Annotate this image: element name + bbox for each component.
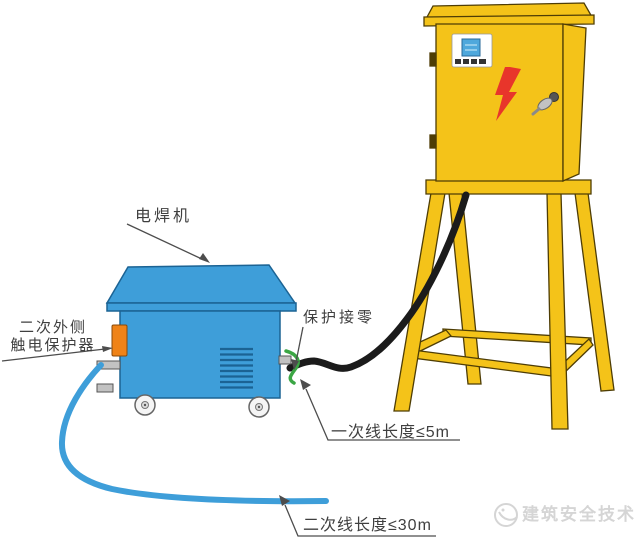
leader-arrowheads: [102, 253, 311, 506]
shock-protector-label-line2: 触电保护器: [10, 337, 96, 354]
distribution-box-stand: [393, 179, 615, 430]
brand-text-glyphs: [455, 59, 486, 64]
shock-protector-label: 二次外侧 触电保护器: [1, 319, 105, 355]
arrow-primary: [300, 379, 311, 390]
leader-lines: [1, 223, 460, 537]
secondary-line-label: 二次线长度≤30m: [303, 517, 432, 534]
machine-roof: [105, 264, 297, 304]
stand-top-rail: [425, 179, 592, 195]
leader-grounding: [295, 326, 304, 363]
shock-protector-label-line1: 二次外侧: [18, 319, 87, 336]
terminal-tab-lower: [96, 383, 114, 393]
arrow-secondary: [279, 495, 290, 506]
stand-brace-front: [404, 348, 560, 378]
leader-primary: [305, 388, 460, 441]
box-cap-lip: [423, 14, 595, 27]
leader-secondary: [284, 504, 436, 537]
box-label-plate: [451, 33, 493, 68]
terminal-tab-right: [278, 355, 292, 365]
watermark-logo-icon: [494, 503, 518, 527]
box-hinge-bottom: [429, 134, 437, 149]
box-hinge-top: [429, 52, 437, 67]
leader-welder: [126, 223, 205, 261]
primary-cable: [286, 191, 470, 372]
welding-machine: [105, 264, 297, 399]
brand-logo: [461, 38, 481, 57]
leader-protector: [1, 348, 106, 362]
arrow-welder: [199, 253, 210, 263]
welder-label: 电焊机: [135, 208, 193, 225]
machine-eave: [106, 302, 297, 312]
stand-front-right-leg: [546, 192, 569, 430]
box-side-panel: [562, 23, 587, 182]
watermark-text: 建筑安全技术: [522, 505, 636, 524]
primary-line-label: 一次线长度≤5m: [331, 424, 451, 441]
stand-back-right-leg: [574, 192, 615, 392]
vent-grille: [220, 347, 253, 389]
secondary-cable: [58, 362, 329, 505]
machine-body: [119, 310, 281, 399]
arrow-protector: [102, 346, 113, 352]
shock-protector-device: [111, 324, 128, 357]
machine-wheel-right: [248, 396, 270, 418]
lightning-icon: [495, 67, 521, 121]
grounding-label: 保护接零: [303, 309, 376, 326]
grounding-wire: [284, 349, 300, 385]
machine-wheel-left: [134, 394, 156, 416]
arrow-grounding: [291, 359, 299, 370]
box-handle-key: [531, 92, 559, 116]
